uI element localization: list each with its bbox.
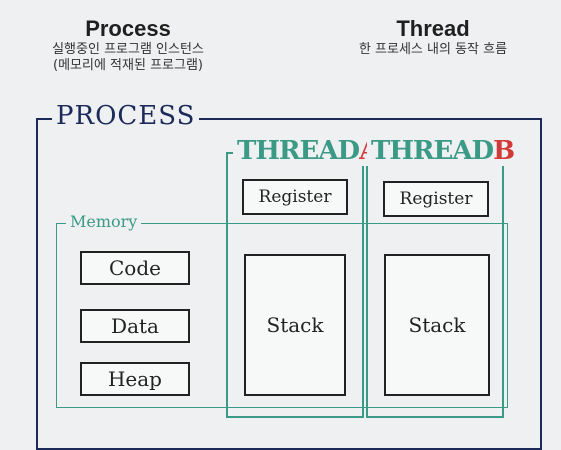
thread-title: Thread [396,16,470,41]
thread-b-register: Register [383,181,489,217]
thread-a-word: THREAD [237,136,360,166]
thread-b-label: THREADB [367,136,519,166]
thread-desc: 한 프로세스 내의 동작 흐름 [358,42,508,57]
heap-segment: Heap [80,362,190,396]
thread-a-label: THREADA [233,136,383,166]
memory-box [56,223,508,408]
process-label: PROCESS [52,101,200,131]
thread-b-word: THREAD [371,136,494,166]
code-segment: Code [80,251,190,285]
thread-header: Thread 한 프로세스 내의 동작 흐름 [318,16,548,58]
thread-a-register: Register [242,179,348,215]
memory-label: Memory [66,212,142,231]
process-desc-1: 실행중인 프로그램 인스턴스 [52,42,204,57]
process-title: Process [85,16,171,41]
data-segment: Data [80,309,190,343]
thread-b-letter: B [493,136,515,166]
thread-b-stack: Stack [384,254,490,396]
thread-a-stack: Stack [244,254,346,396]
process-header: Process 실행중인 프로그램 인스턴스 (메모리에 적재된 프로그램) [18,16,238,74]
process-desc-2: (메모리에 적재된 프로그램) [53,58,203,73]
